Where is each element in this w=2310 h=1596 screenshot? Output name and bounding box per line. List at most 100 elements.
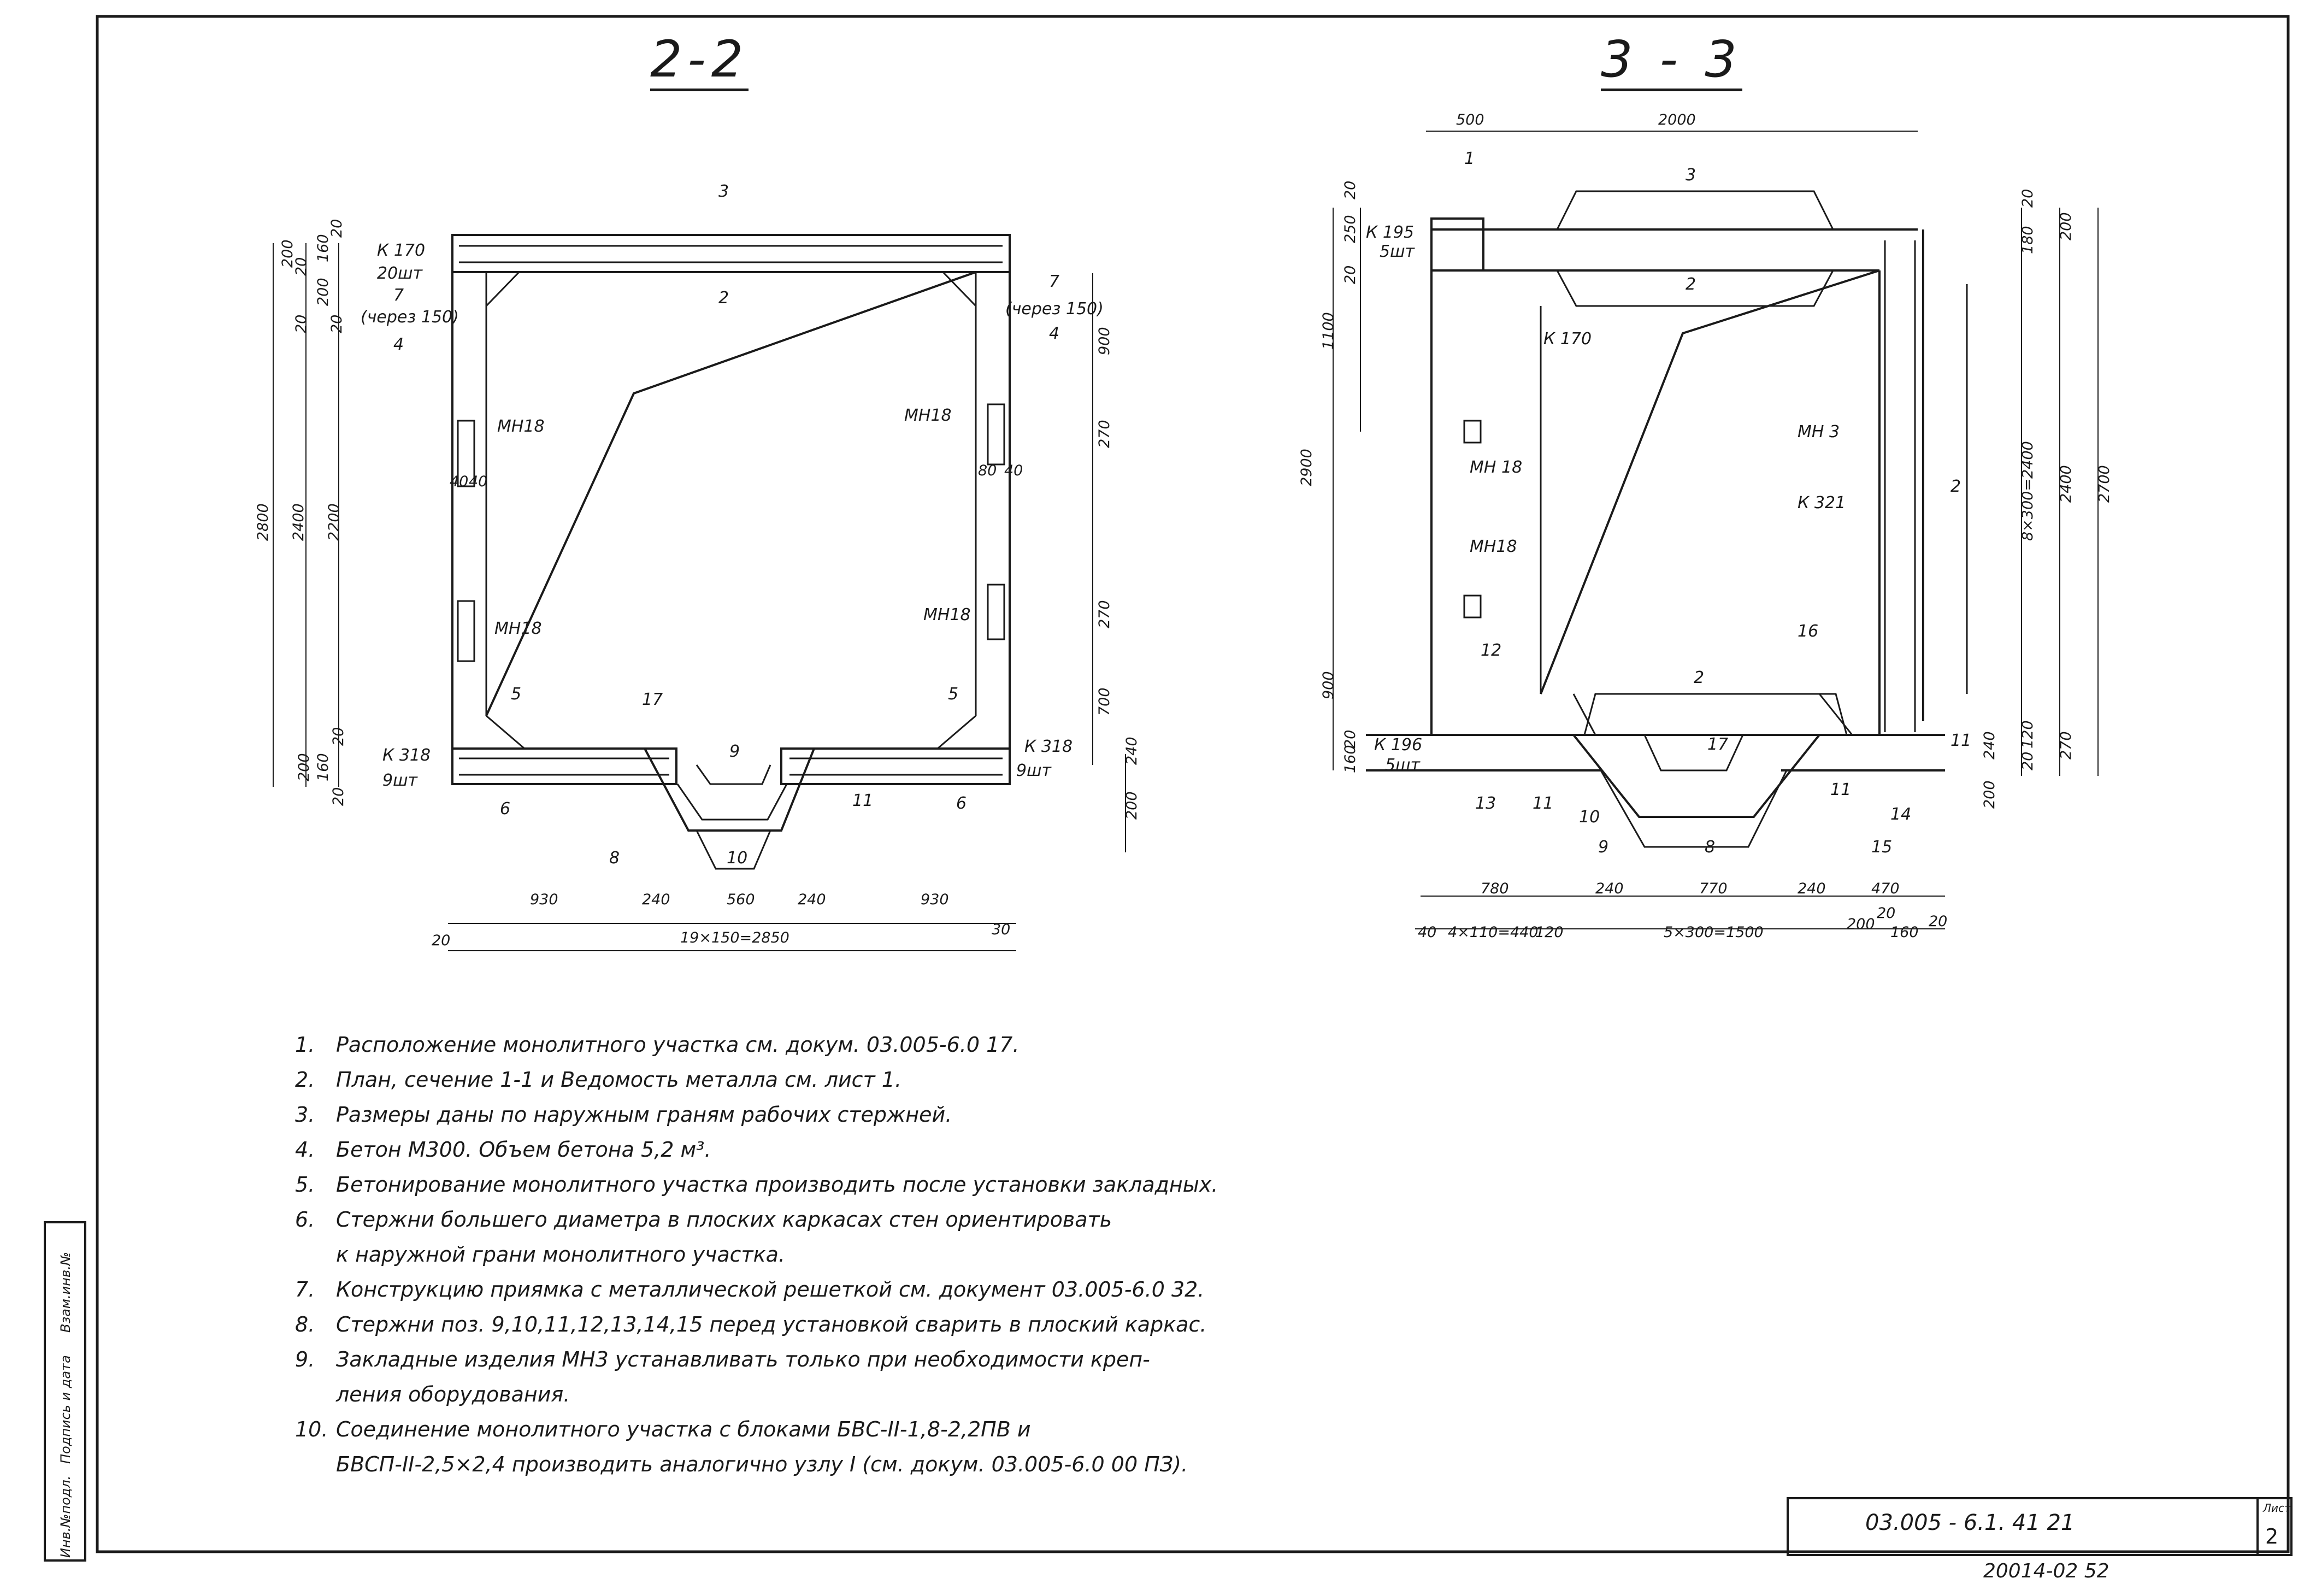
dim-470: 470 bbox=[1871, 880, 1900, 897]
dim-40-d: 40 bbox=[1418, 924, 1436, 941]
dim-250: 250 bbox=[1342, 215, 1359, 243]
label-11: 11 bbox=[852, 791, 873, 810]
dim-8x300: 8×300=2400 bbox=[2019, 441, 2036, 541]
dim-240-d: 240 bbox=[1595, 880, 1624, 897]
dim-200-f: 200 bbox=[1981, 780, 1998, 809]
dim-20-l: 20 bbox=[2019, 752, 2036, 770]
note-item-continuation: ления оборудования. bbox=[336, 1382, 570, 1406]
label-17-b: 17 bbox=[1707, 735, 1728, 754]
section-3-3-dimensions: 500 2000 20 250 20 1100 2900 900 20 160 … bbox=[1298, 111, 2113, 941]
dim-270-c: 270 bbox=[2058, 731, 2075, 759]
dim-200-d: 200 bbox=[1123, 791, 1140, 820]
label-13: 13 bbox=[1475, 794, 1496, 813]
dim-160-d: 160 bbox=[1890, 924, 1919, 941]
label-6-left: 6 bbox=[500, 799, 510, 818]
label-9-b: 9 bbox=[1598, 838, 1608, 857]
section-3-3-drawing bbox=[1333, 131, 2099, 929]
label-mn18-d: МН18 bbox=[923, 605, 971, 625]
label-k318-right: К 318 bbox=[1024, 737, 1072, 756]
dim-270-b: 270 bbox=[1096, 600, 1113, 628]
dim-780: 780 bbox=[1481, 880, 1509, 897]
label-11-c: 11 bbox=[1830, 780, 1851, 799]
note-item-continuation: БВСП-II-2,5×2,4 производить аналогично у… bbox=[336, 1452, 1188, 1476]
dim-20-g: 20 bbox=[432, 932, 450, 949]
dim-240: 240 bbox=[1123, 737, 1140, 765]
sheet-number: 2 bbox=[2265, 1524, 2279, 1548]
label-k195: К 195 bbox=[1366, 223, 1414, 242]
dim-80: 80 bbox=[978, 462, 997, 479]
label-through-150-left: (через 150) bbox=[361, 308, 459, 327]
dim-20-h: 20 bbox=[1342, 181, 1359, 199]
dim-4x110: 4×110=440 bbox=[1448, 924, 1539, 941]
dim-20-a: 20 bbox=[328, 219, 345, 238]
note-item: 5.Бетонирование монолитного участка прои… bbox=[295, 1173, 1218, 1197]
title-block: 03.005 - 6.1. 41 21 bbox=[1787, 1497, 2259, 1556]
dim-240-c: 240 bbox=[1981, 731, 1998, 759]
label-5-left: 5 bbox=[511, 685, 521, 704]
dim-160-b: 160 bbox=[315, 753, 332, 781]
dim-560: 560 bbox=[727, 891, 755, 908]
label-7-left: 7 bbox=[393, 286, 404, 305]
label-14: 14 bbox=[1890, 805, 1911, 824]
note-item-continuation: к наружной грани монолитного участка. bbox=[336, 1242, 785, 1267]
label-15: 15 bbox=[1871, 838, 1892, 857]
note-item: 3.Размеры даны по наружным граням рабочи… bbox=[295, 1103, 952, 1127]
dim-19x150: 19×150=2850 bbox=[680, 929, 789, 946]
label-k170-b: К 170 bbox=[1543, 329, 1592, 349]
dim-200-a: 200 bbox=[279, 239, 296, 268]
dim-930-a: 930 bbox=[530, 891, 558, 908]
side-stamp: Инв.№подл. Подпись и дата Взам.инв.№ bbox=[44, 1221, 86, 1562]
dim-20-d: 20 bbox=[293, 315, 310, 333]
dim-20-n: 20 bbox=[1929, 913, 1947, 930]
label-9: 9 bbox=[729, 742, 740, 761]
label-11-b: 11 bbox=[1533, 794, 1553, 813]
label-k170: К 170 bbox=[377, 241, 425, 260]
dim-20-m: 20 bbox=[1877, 905, 1895, 922]
dim-2400-b: 2400 bbox=[2058, 465, 2075, 503]
section-2-2-dimensions: 200 20 160 20 20 200 20 2800 2400 2200 9… bbox=[255, 219, 1140, 949]
sheet-number-box: Лист 2 bbox=[2256, 1497, 2293, 1556]
dim-40-a: 40 bbox=[450, 473, 468, 490]
note-item: 4.Бетон М300. Объем бетона 5,2 м³. bbox=[295, 1138, 711, 1162]
label-5-right: 5 bbox=[948, 685, 958, 704]
dim-20-f: 20 bbox=[330, 787, 347, 806]
dim-180: 180 bbox=[2019, 226, 2036, 254]
document-code: 03.005 - 6.1. 41 21 bbox=[1865, 1510, 2075, 1535]
label-17: 17 bbox=[642, 690, 663, 709]
section-title-3-3: 3 - 3 bbox=[1601, 30, 1742, 91]
dim-240-b: 240 bbox=[798, 891, 826, 908]
label-6-right: 6 bbox=[956, 794, 967, 813]
dim-120-b: 120 bbox=[1535, 924, 1564, 941]
label-4-right: 4 bbox=[1049, 324, 1059, 343]
section-2-2-drawing bbox=[273, 234, 1126, 951]
label-3-b: 3 bbox=[1686, 166, 1696, 185]
label-8: 8 bbox=[609, 849, 620, 868]
dim-20-k: 20 bbox=[2019, 189, 2036, 208]
dim-20-c: 20 bbox=[328, 315, 345, 333]
note-item: 1.Расположение монолитного участка см. д… bbox=[295, 1033, 1020, 1057]
label-mn18-e: МН 18 bbox=[1470, 458, 1522, 477]
dim-2000: 2000 bbox=[1658, 111, 1696, 128]
notes-list: 1.Расположение монолитного участка см. д… bbox=[295, 1027, 1879, 1482]
sheet-label: Лист bbox=[2263, 1501, 2291, 1515]
label-5sht-a: 5шт bbox=[1380, 242, 1416, 261]
dim-270-a: 270 bbox=[1096, 420, 1113, 448]
label-2-b: 2 bbox=[1950, 477, 1961, 496]
label-9sht-right: 9шт bbox=[1016, 761, 1052, 780]
note-item: 6.Стержни большего диаметра в плоских ка… bbox=[295, 1208, 1112, 1232]
dim-500: 500 bbox=[1456, 111, 1484, 128]
dim-240-a: 240 bbox=[642, 891, 670, 908]
section-2-2-labels: К 170 20шт 7 (через 150) 4 3 2 7 (через … bbox=[361, 182, 1104, 868]
label-k196: К 196 bbox=[1374, 735, 1422, 755]
dim-240-e: 240 bbox=[1798, 880, 1826, 897]
dim-20-i: 20 bbox=[1342, 266, 1359, 284]
label-k318-left: К 318 bbox=[382, 746, 431, 765]
bottom-archive-code: 20014-02 52 bbox=[1983, 1560, 2109, 1582]
dim-40-c: 40 bbox=[1004, 462, 1023, 479]
stamp-vzam-inv: Взам.инв.№ bbox=[58, 1252, 73, 1333]
section-3-3-labels: 1 3 К 195 5шт 2 К 170 МН 18 МН18 МН 3 К … bbox=[1366, 149, 1971, 857]
dim-5x300: 5×300=1500 bbox=[1664, 924, 1764, 941]
note-item: 2.План, сечение 1-1 и Ведомость металла … bbox=[295, 1068, 902, 1092]
label-mn18-f: МН18 bbox=[1470, 537, 1517, 556]
label-mn3: МН 3 bbox=[1798, 422, 1840, 441]
